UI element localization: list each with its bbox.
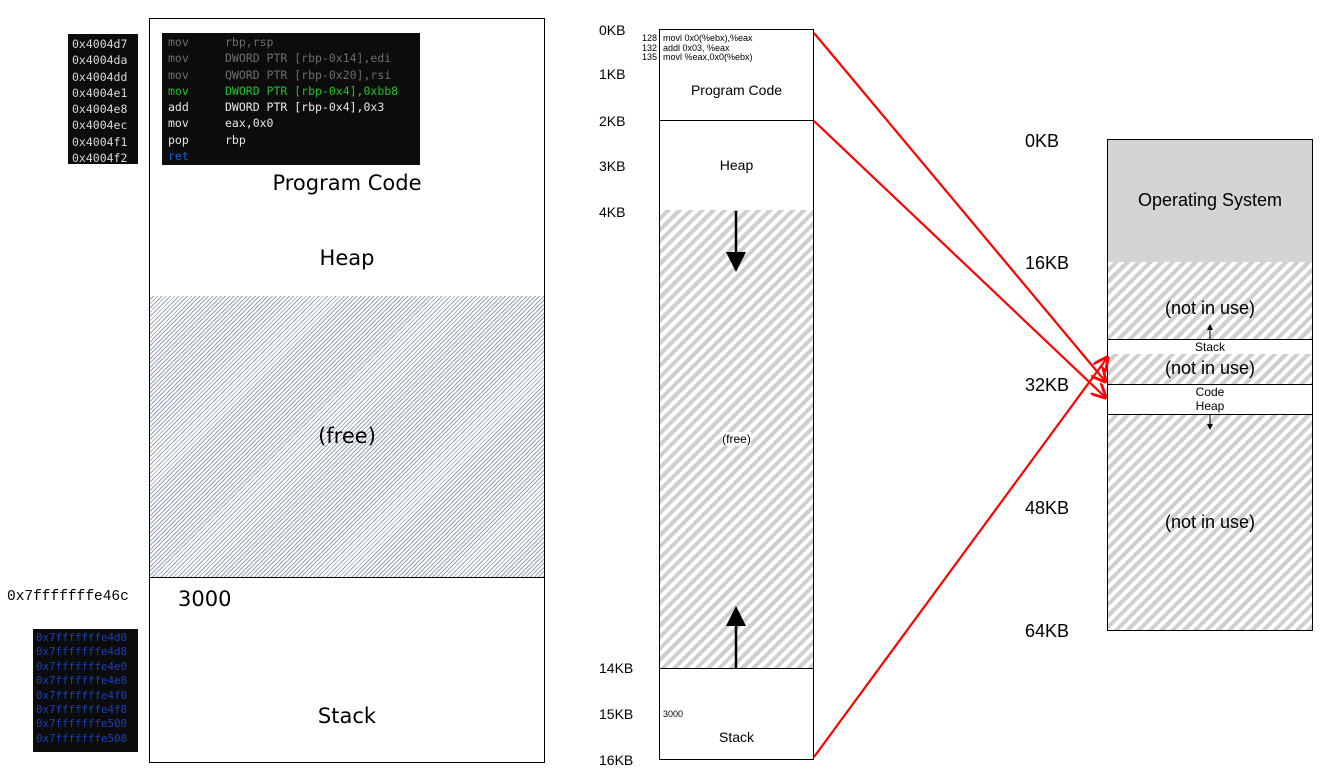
stack-address: 0x7fffffffe4d0 bbox=[36, 631, 128, 644]
assembly-opcode: mov bbox=[168, 83, 189, 98]
code-address: 0x4004d7 bbox=[72, 37, 128, 51]
assembly-opcode: mov bbox=[168, 67, 189, 82]
code-mapping-arrow bbox=[813, 32, 1105, 381]
instruction-address: 132 bbox=[641, 42, 657, 53]
as-code-label: Program Code bbox=[690, 82, 783, 98]
pm-kb-label: 32KB bbox=[1025, 375, 1070, 395]
stack-address: 0x7fffffffe508 bbox=[36, 731, 128, 745]
assembly-operands: DWORD PTR [rbp-0x4],0xbb8 bbox=[225, 83, 399, 98]
code-address: 0x4004f2 bbox=[72, 151, 128, 166]
pm-stack-label: Stack bbox=[1194, 340, 1225, 354]
left-stack-label: Stack bbox=[317, 704, 377, 728]
assembly-operands: rbp bbox=[225, 132, 246, 147]
assembly-line: mov QWORD PTR [rbp-0x20],rsi bbox=[168, 67, 414, 83]
pm-kb-label: 0KB bbox=[1025, 131, 1060, 151]
assembly-opcode: add bbox=[168, 100, 189, 115]
assembly-line: mov DWORD PTR [rbp-0x14],edi bbox=[168, 50, 414, 66]
assembly-line: mov rbp,rsp bbox=[168, 34, 414, 50]
instruction-address: 135 bbox=[641, 52, 657, 62]
assembly-operands: eax,0x0 bbox=[225, 116, 274, 131]
code-address-terminal: 0x4004d7 0x4004da 0x4004dd 0x4004e1 0x40… bbox=[68, 34, 138, 166]
left-heap-segment: Heap bbox=[149, 222, 545, 297]
code-address: 0x4004f1 bbox=[72, 134, 128, 149]
pm-os-segment: Operating System bbox=[1107, 139, 1313, 263]
assembly-opcode: pop bbox=[168, 132, 189, 147]
pm-not-in-use-2-label: (not in use) bbox=[1164, 358, 1256, 378]
instruction: movl %eax,0x0(%ebx) bbox=[663, 52, 753, 62]
assembly-line: mov DWORD PTR [rbp-0x4],0xbb8 bbox=[168, 83, 414, 99]
kb-label: 0KB bbox=[599, 22, 626, 38]
assembly-operands: DWORD PTR [rbp-0x14],edi bbox=[225, 51, 392, 66]
pm-kb-label: 64KB bbox=[1025, 621, 1070, 641]
kb-label: 3KB bbox=[599, 158, 626, 174]
assembly-line: pop rbp bbox=[168, 132, 414, 148]
as-free-label: (free) bbox=[660, 430, 813, 448]
left-stack-value: 3000 bbox=[178, 587, 232, 611]
assembly-line: add DWORD PTR [rbp-0x4],0x3 bbox=[168, 99, 414, 115]
as-heap-segment: Heap bbox=[659, 120, 814, 211]
kb-label: 4KB bbox=[599, 204, 626, 220]
pm-not-in-use-3: (not in use) bbox=[1107, 414, 1313, 631]
as-stack-segment: 3000 Stack bbox=[659, 668, 814, 760]
assembly-operands: DWORD PTR [rbp-0x4],0x3 bbox=[225, 100, 385, 115]
assembly-opcode: mov bbox=[168, 116, 189, 131]
stack-address: 0x7fffffffe500 bbox=[36, 717, 128, 731]
instruction-list: movl 0x0(%ebx),%eax addl 0x03, %eax movl… bbox=[663, 33, 753, 63]
assembly-operands: rbp,rsp bbox=[225, 35, 274, 49]
pm-heap-label: Heap bbox=[1195, 399, 1225, 413]
pm-not-in-use-1: (not in use) bbox=[1107, 262, 1313, 340]
pm-stack-segment: Stack bbox=[1107, 339, 1313, 355]
assembly-line: mov eax,0x0 bbox=[168, 115, 414, 131]
code-address: 0x4004dd bbox=[72, 69, 128, 84]
instruction: movl 0x0(%ebx),%eax bbox=[663, 33, 753, 43]
pm-kb-label: 48KB bbox=[1025, 498, 1070, 518]
pm-kb-label: 16KB bbox=[1025, 253, 1070, 273]
pm-code-segment: Code bbox=[1107, 384, 1313, 400]
as-stack-label: Stack bbox=[718, 729, 754, 745]
stack-address: 0x7fffffffe4f8 bbox=[36, 703, 128, 717]
as-heap-label: Heap bbox=[719, 157, 754, 173]
stack-address: 0x7fffffffe4d8 bbox=[36, 645, 128, 659]
as-free-label-text: (free) bbox=[722, 432, 751, 446]
left-stack-segment: 3000 Stack bbox=[149, 577, 545, 763]
kb-label: 16KB bbox=[599, 752, 634, 768]
instruction-addresses: 128 132 135 bbox=[636, 33, 657, 63]
stack-address: 0x7fffffffe4e0 bbox=[36, 659, 128, 673]
pm-os-label: Operating System bbox=[1137, 190, 1283, 210]
assembly-opcode: mov bbox=[168, 51, 189, 66]
stack-mapping-arrow bbox=[813, 358, 1107, 758]
pm-heap-segment: Heap bbox=[1107, 399, 1313, 415]
code-address: 0x4004e1 bbox=[72, 85, 128, 100]
code-address: 0x4004e8 bbox=[72, 102, 128, 117]
stack-address-terminal: 0x7fffffffe4d0 0x7fffffffe4d8 0x7fffffff… bbox=[33, 629, 138, 752]
left-free-label: (free) bbox=[318, 424, 376, 448]
stack-address: 0x7fffffffe4f0 bbox=[36, 688, 128, 702]
pm-code-label: Code bbox=[1195, 385, 1225, 399]
as-code-segment: movl 0x0(%ebx),%eax addl 0x03, %eax movl… bbox=[659, 29, 814, 121]
as-free-segment: (free) bbox=[659, 210, 814, 669]
assembly-opcode: mov bbox=[168, 35, 189, 49]
as-stack-value: 3000 bbox=[663, 709, 684, 719]
assembly-line: ret bbox=[168, 148, 414, 164]
pm-not-in-use-1-label: (not in use) bbox=[1164, 298, 1256, 318]
kb-label: 14KB bbox=[599, 660, 634, 676]
kb-label: 1KB bbox=[599, 66, 626, 82]
pm-not-in-use-2: (not in use) bbox=[1107, 354, 1313, 385]
pm-not-in-use-3-label: (not in use) bbox=[1164, 512, 1256, 532]
stack-address: 0x7fffffffe4e8 bbox=[36, 674, 128, 688]
code-address: 0x4004ec bbox=[72, 118, 128, 133]
code-address: 0x4004da bbox=[72, 53, 128, 68]
left-code-label: Program Code bbox=[272, 171, 422, 195]
instruction-address: 128 bbox=[641, 33, 657, 43]
instruction: addl 0x03, %eax bbox=[663, 42, 730, 53]
stack-value-address: 0x7fffffffe46c bbox=[7, 589, 129, 605]
assembly-operands: QWORD PTR [rbp-0x20],rsi bbox=[225, 67, 392, 82]
left-free-segment: (free) bbox=[149, 296, 545, 578]
assembly-opcode: ret bbox=[168, 149, 189, 164]
kb-label: 15KB bbox=[599, 706, 634, 722]
kb-label: 2KB bbox=[599, 113, 626, 129]
left-heap-label: Heap bbox=[319, 246, 375, 270]
